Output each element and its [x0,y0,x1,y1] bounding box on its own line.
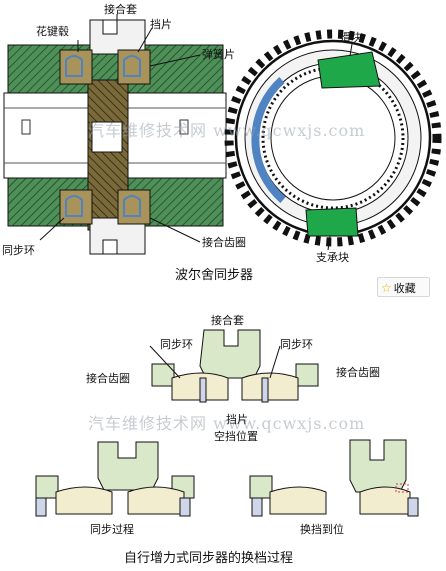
sync-ring-upper-left [59,49,93,85]
label-sync-ring-right: 同步环 [280,338,313,351]
label-stop-plate-bottom: 挡片 [226,413,248,426]
label-bottom-sleeve: 接合套 [211,314,244,327]
label-gear-right: 接合齿圈 [336,366,380,379]
gear-left [151,363,175,387]
label-engaged: 换挡到位 [300,523,344,536]
porsche-section-view [3,14,227,255]
syncing-diagram [35,441,195,517]
gear-right [295,363,319,387]
blue-spring-band [251,77,286,204]
sync-ring-upper-right [117,49,151,85]
label-support: 支承块 [316,251,349,264]
watermark-bottom: 汽车维修技术网 www.qcwxjs.com [88,414,366,433]
favorite-button[interactable]: ☆收藏 [377,277,430,297]
sync-ring-lower-left [59,189,93,225]
label-gear-left: 接合齿圈 [86,372,130,385]
sleeve-part [199,329,261,379]
label-gear-ring: 接合齿圈 [202,236,246,249]
label-syncing: 同步过程 [90,523,134,536]
support-block [305,207,359,237]
porsche-ring-view [224,29,442,251]
neutral-position-diagram [149,329,319,403]
caption-self-energizing: 自行增力式同步器的换档过程 [124,551,294,566]
sleeve-part [349,439,407,493]
label-sync-ring-left: 同步环 [160,338,193,351]
label-stop-plate: 挡片 [150,18,172,31]
engaged-diagram [249,439,419,517]
label-spring: 弹簧片 [202,48,235,61]
label-sleeve: 接合套 [104,3,137,16]
caption-porsche: 波尔舍同步器 [175,268,254,283]
star-icon: ☆ [381,281,392,295]
label-sync-ring: 同步环 [2,244,35,257]
label-hub: 花键毂 [36,25,69,38]
label-slider: 滑块 [340,31,362,44]
sleeve-part [97,441,159,491]
sync-ring-lower-right [117,189,151,225]
slider-block [317,51,381,89]
favorite-label: 收藏 [393,282,416,295]
label-neutral: 空挡位置 [214,430,258,443]
sync-ring-right [241,372,299,401]
watermark-top: 汽车维修技术网 www.qcwxjs.com [88,121,366,140]
